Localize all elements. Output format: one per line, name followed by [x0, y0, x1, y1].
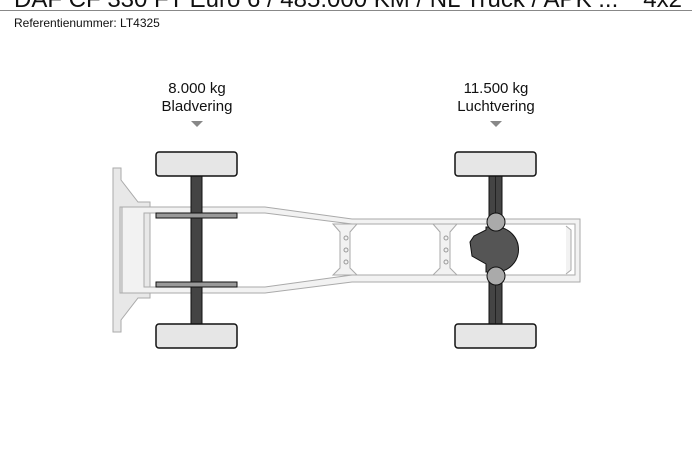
cross-member: [331, 223, 572, 276]
rear-axle-weight: 11.500 kg: [463, 80, 529, 97]
front-axle-suspension: Bladvering: [161, 98, 233, 115]
reference-number: Referentienummer: LT4325: [14, 16, 160, 30]
rear-arrow-icon: [490, 121, 502, 127]
front-axle: [190, 175, 203, 325]
axle-configuration: 4x2: [643, 0, 682, 14]
wheel: [155, 151, 238, 177]
wheel: [155, 323, 238, 349]
divider: [0, 10, 692, 11]
front-arrow-icon: [191, 121, 203, 127]
wheel: [454, 151, 537, 177]
leaf-spring: [155, 212, 238, 219]
wheel: [454, 323, 537, 349]
leaf-spring: [155, 281, 238, 288]
page-title: DAF CF 330 FT Euro 6 / 485.000 KM / NL T…: [14, 0, 618, 14]
front-axle-label: 8.000 kg Bladvering: [117, 80, 277, 116]
rear-axle-label: 11.500 kg Luchtvering: [416, 80, 576, 116]
air-bellow: [486, 212, 506, 232]
rear-axle-suspension: Luchtvering: [457, 98, 535, 115]
air-bellow: [486, 266, 506, 286]
differential: [469, 226, 519, 273]
front-axle-weight: 8.000 kg: [168, 80, 226, 97]
